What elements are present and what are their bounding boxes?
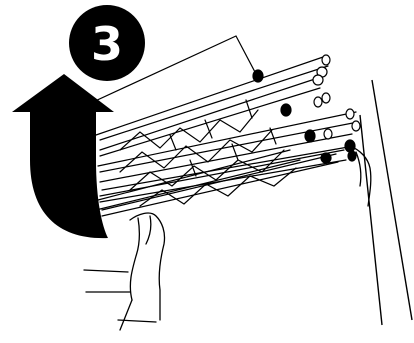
wall-edge bbox=[359, 79, 413, 326]
rack-illustration bbox=[79, 35, 361, 217]
step-badge: 3 bbox=[69, 5, 145, 81]
rack-cross-wires bbox=[119, 99, 297, 207]
left-hand bbox=[129, 212, 166, 321]
step-number: 3 bbox=[91, 17, 123, 71]
curved-up-arrow-icon bbox=[12, 74, 114, 239]
rack-top-frame bbox=[79, 35, 257, 109]
rod-end-caps bbox=[252, 54, 361, 164]
right-hand bbox=[349, 145, 372, 207]
hands-lifting-icon bbox=[83, 145, 372, 331]
rack-rods bbox=[95, 55, 359, 217]
